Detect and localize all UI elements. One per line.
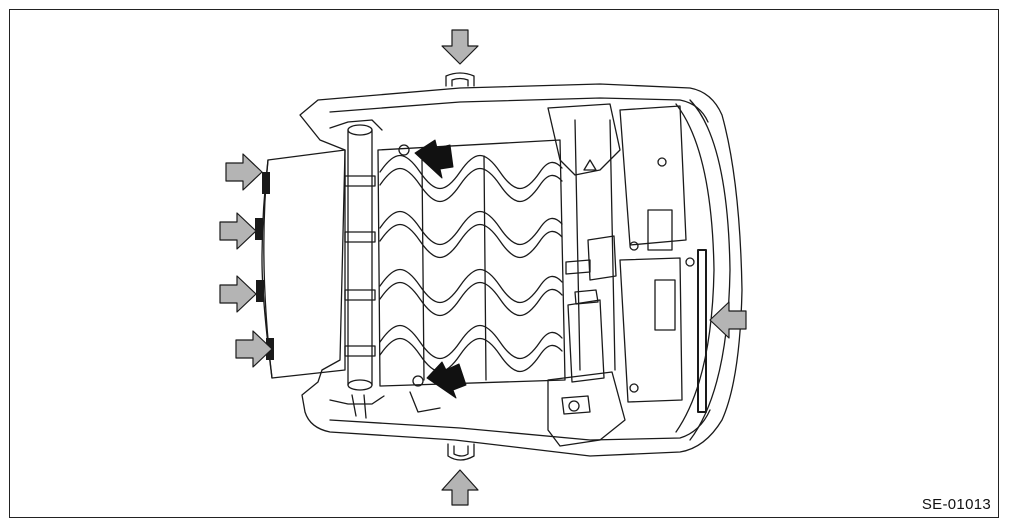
connector-block [587,235,617,281]
roller-collar-4 [344,345,376,357]
roller-collar-3 [344,289,376,301]
roller-collar-1 [344,175,376,187]
roller-bottom-cap [347,379,373,391]
right-bracket-slot-1 [647,209,673,251]
spring-row-1 [379,154,563,190]
gray-arrow-right [709,301,747,339]
figure-code-label: SE-01013 [921,496,991,513]
warning-triangle [583,159,597,171]
spring-row-2b [379,223,563,259]
bottom-handle-inner [453,445,469,457]
bolt-2 [629,241,639,251]
spring-row-2 [379,210,563,246]
top-handle-inner [451,77,469,87]
left-mount-top [329,119,383,131]
pivot-lower [412,375,424,387]
bottom-handle [447,443,475,461]
gray-arrow-left-4 [235,330,273,368]
gray-arrow-left-3 [219,275,257,313]
right-rail-outer [689,99,731,441]
spring-crossbar-1 [421,159,425,381]
gray-arrow-left-1 [225,153,263,191]
right-strip [697,249,707,413]
bolt-4 [629,383,639,393]
right-bracket-lower [619,257,683,403]
spring-row-3b [379,281,563,317]
clip-1 [262,172,270,194]
roller-collar-2 [344,231,376,243]
lower-fitting [561,395,591,415]
spring-grid-frame [377,139,566,387]
spring-row-3 [379,268,563,304]
center-frame-spine-2 [609,119,616,371]
gray-arrow-left-2 [219,212,257,250]
seat-frame-inner-bottom [329,409,711,441]
right-rail-inner [675,103,715,433]
right-bracket-slot-2 [654,279,676,331]
pivot-right-lower [568,400,580,412]
pivot-upper [398,144,410,156]
figure-frame [9,9,999,518]
spring-row-4b [379,337,563,373]
center-frame-spine [574,119,581,371]
top-handle [445,72,475,87]
seat-frame-inner-top [329,97,709,123]
roller-top-cap [347,124,373,136]
bolt-3 [685,257,695,267]
spring-crossbar-2 [483,155,487,381]
bolt-1 [657,157,667,167]
clip-3 [256,280,264,302]
black-arrow-upper [414,139,454,179]
connector-tab [565,259,591,275]
lower-linkage-2 [409,391,441,413]
black-arrow-lower [426,361,467,399]
actuator-body [567,299,605,383]
actuator-cap [574,289,599,305]
clip-2 [255,218,263,240]
gray-arrow-bottom [441,469,479,506]
left-mount-bottom [329,395,385,405]
spring-row-4 [379,324,563,360]
center-plate-lower [547,371,626,447]
right-bracket-upper [619,105,687,246]
left-flap [261,149,346,379]
gray-arrow-top [441,29,479,65]
spring-row-1b [379,167,563,203]
seat-frame-outline [299,83,743,457]
lower-linkage [351,394,367,419]
